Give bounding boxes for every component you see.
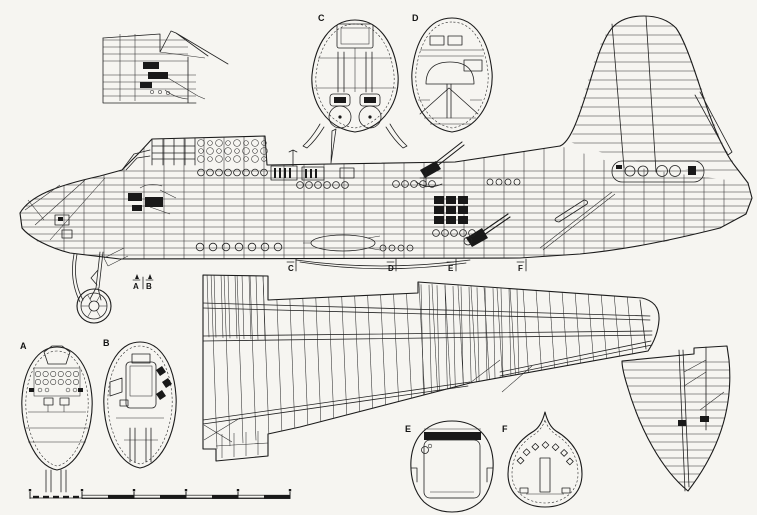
station-d-label: D xyxy=(388,264,394,273)
cross-section-f: F xyxy=(502,411,583,508)
cockpit-detail-inset xyxy=(102,30,229,104)
nose-gear xyxy=(72,247,129,324)
cross-section-a: A xyxy=(20,341,93,493)
cross-section-b: B xyxy=(103,338,177,469)
scale-bar xyxy=(28,489,292,499)
station-ab-b-label: B xyxy=(146,282,152,291)
section-a-label: A xyxy=(20,341,27,351)
station-f-label: F xyxy=(518,264,523,273)
cross-section-e: E xyxy=(405,420,494,513)
section-e-label: E xyxy=(405,424,411,434)
station-marker-f: F xyxy=(516,258,527,273)
station-marker-ab: A B xyxy=(132,274,154,291)
section-f-label: F xyxy=(502,424,508,434)
section-c-label: C xyxy=(318,13,325,23)
section-b-label: B xyxy=(103,338,110,348)
station-marker-e: E xyxy=(446,258,457,273)
wing-plan-view xyxy=(202,274,660,462)
station-e-label: E xyxy=(448,264,454,273)
station-ab-a-label: A xyxy=(133,282,139,291)
cross-section-c: C xyxy=(302,13,408,149)
fuselage-side-cutaway: A B C D E F xyxy=(19,15,753,324)
station-c-label: C xyxy=(288,264,294,273)
cross-section-d: D xyxy=(411,13,493,133)
stabilizer-plan-view xyxy=(621,345,731,492)
section-d-label: D xyxy=(412,13,419,23)
station-marker-d: D xyxy=(386,258,397,273)
station-marker-c: C xyxy=(286,258,297,273)
